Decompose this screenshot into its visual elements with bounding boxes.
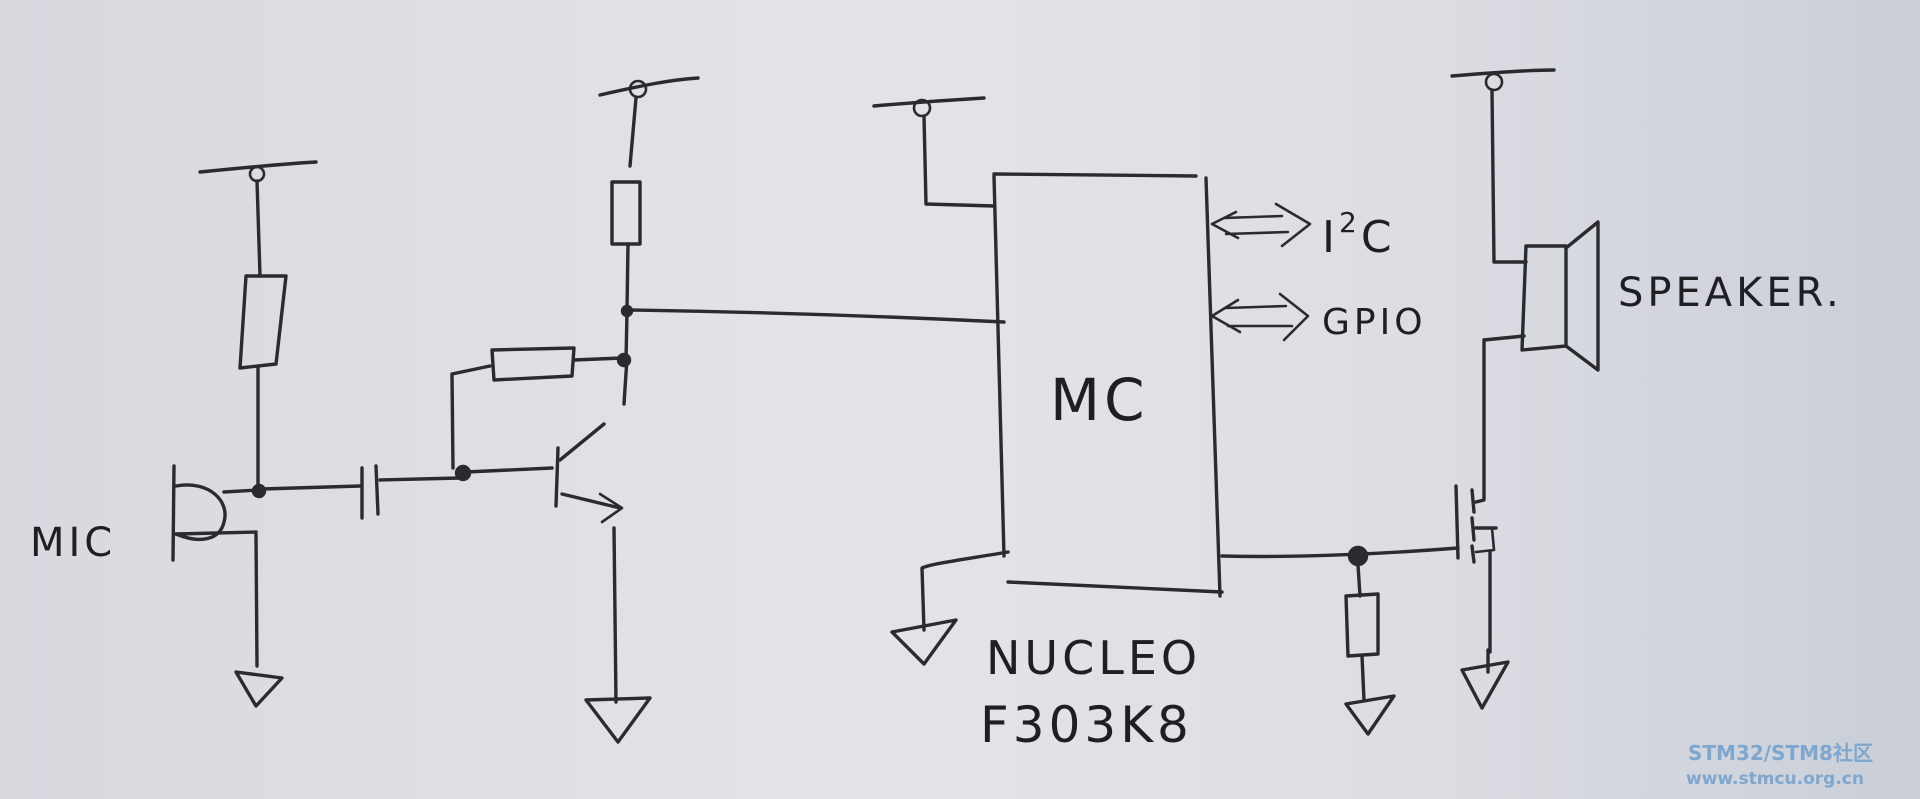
collector-resistor [610, 180, 642, 362]
mcu-ground-symbol [890, 618, 958, 666]
gate-drive-wire [1220, 546, 1460, 559]
signal-wire-to-mcu [628, 308, 1006, 324]
i2c-bus-arrow [1210, 202, 1312, 248]
junction-gate [1347, 545, 1369, 567]
board-name-line1: NUCLEO [986, 631, 1201, 685]
junction-mic [251, 483, 267, 499]
speaker-label: SPEAKER. [1618, 270, 1843, 316]
junction-feedback [616, 352, 632, 368]
mic-vcc-supply [198, 160, 318, 278]
mosfet-transistor [1454, 338, 1498, 654]
feedback-resistor [450, 346, 624, 470]
pulldown-resistor [1344, 563, 1380, 702]
i2c-label-superscript: 2 [1339, 206, 1361, 239]
watermark-line2: www.stmcu.org.cn [1686, 769, 1864, 789]
board-name-line2: F303K8 [980, 696, 1193, 754]
coupling-capacitor [260, 464, 462, 520]
microphone-symbol [171, 464, 260, 668]
mcu-label: MC [1050, 366, 1149, 434]
i2c-label: I2C [1322, 206, 1396, 263]
mcu-vcc-supply [872, 96, 996, 208]
mic-label: MIC [30, 520, 116, 566]
mic-ground-symbol [234, 670, 284, 708]
collector-vcc-supply [598, 76, 700, 168]
mosfet-ground-symbol [1460, 648, 1510, 710]
watermark-line1: STM32/STM8社区 [1688, 741, 1873, 765]
gpio-label: GPIO [1322, 302, 1427, 343]
speaker-vcc-supply [1450, 68, 1556, 264]
npn-transistor [464, 356, 629, 704]
speaker-symbol [1482, 220, 1600, 372]
pulldown-ground-symbol [1344, 694, 1396, 736]
transistor-ground-symbol [584, 696, 652, 744]
i2c-label-base: I [1322, 212, 1339, 263]
mcu-ground-wire [920, 550, 1010, 632]
microcontroller-box [992, 172, 1224, 598]
mic-bias-resistor [238, 274, 288, 490]
gpio-arrow [1210, 292, 1310, 342]
i2c-label-tail: C [1361, 212, 1396, 263]
